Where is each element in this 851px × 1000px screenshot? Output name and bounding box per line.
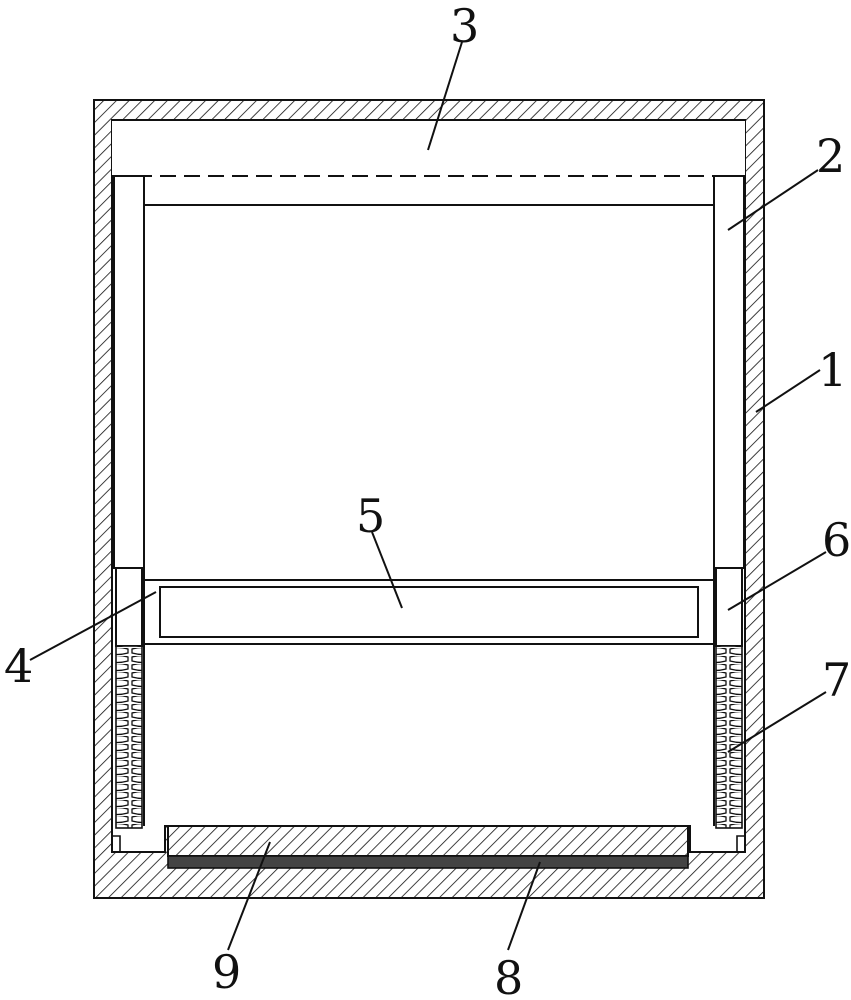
- rail-left: [113, 175, 145, 569]
- callout-4: 4: [4, 639, 33, 693]
- leader-8: [507, 861, 541, 951]
- slider-frame: [141, 579, 717, 645]
- housing-wall: [93, 99, 765, 899]
- callout-8: 8: [494, 951, 523, 1000]
- callout-1: 1: [818, 343, 847, 397]
- callout-7: 7: [822, 653, 851, 707]
- callout-5: 5: [356, 489, 385, 543]
- leader-6: [727, 551, 827, 611]
- bottom-strip: [167, 855, 689, 869]
- leader-1: [755, 369, 821, 413]
- callout-2: 2: [816, 129, 845, 183]
- guide-sleeve-right: [715, 567, 743, 647]
- leader-5: [371, 531, 403, 609]
- filter-screen: [159, 586, 699, 638]
- callout-3: 3: [450, 0, 479, 53]
- callout-6: 6: [822, 513, 851, 567]
- leader-2: [727, 169, 819, 231]
- spring-right: [715, 645, 743, 829]
- leader-3: [427, 41, 463, 151]
- rail-right: [713, 175, 745, 569]
- leader-9: [227, 841, 271, 951]
- callout-9: 9: [212, 945, 241, 999]
- spring-left: [115, 645, 143, 829]
- leader-4: [29, 591, 157, 661]
- bottom-pocket-outline: [112, 835, 745, 853]
- housing: [93, 99, 765, 899]
- leader-7: [727, 691, 827, 753]
